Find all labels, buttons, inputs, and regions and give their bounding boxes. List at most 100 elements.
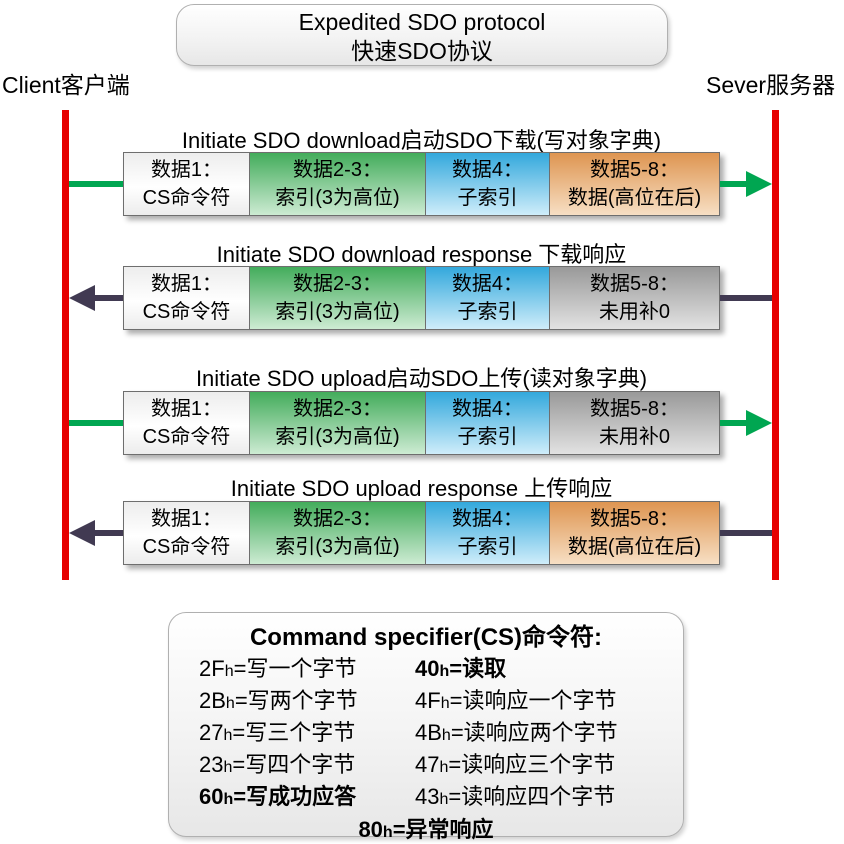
cs-desc: =读响应四个字节 xyxy=(448,784,616,809)
cs-desc: =读响应两个字节 xyxy=(450,720,618,745)
cs-code-subscript: h xyxy=(223,759,233,776)
command-specifier-box: Command specifier(CS)命令符: 2Fh=写一个字节 40h=… xyxy=(168,612,684,842)
cell-line2: 子索引 xyxy=(457,187,518,209)
cell-line1: 数据5-8： xyxy=(590,273,679,295)
server-timeline xyxy=(772,110,779,580)
cs-entry: 4Fh=读响应一个字节 xyxy=(415,686,616,718)
cs-code: 27 xyxy=(199,720,224,745)
response-arrow-tail xyxy=(720,530,772,536)
cell-line1: 数据1： xyxy=(150,273,223,295)
protocol-title-en: Expedited SDO protocol xyxy=(298,9,546,35)
message-table: 数据1： CS命令符 数据2-3： 索引(3为高位) 数据4： 子索引 数据5-… xyxy=(123,266,720,330)
cell-line1: 数据2-3： xyxy=(293,159,382,181)
cs-box-title: Command specifier(CS)命令符: xyxy=(249,624,603,651)
cell-data4: 数据4： 子索引 xyxy=(425,153,549,215)
cell-data5-8: 数据5-8： 未用补0 xyxy=(549,392,719,454)
cell-data2-3: 数据2-3： 索引(3为高位) xyxy=(249,392,425,454)
response-arrow-shaft xyxy=(94,295,123,301)
cell-line1: 数据1： xyxy=(150,398,223,420)
cs-entry: 4Bh=读响应两个字节 xyxy=(415,718,618,750)
client-timeline xyxy=(62,110,69,580)
cell-data5-8: 数据5-8： 数据(高位在后) xyxy=(549,502,719,564)
request-arrowhead-icon xyxy=(746,171,772,197)
cs-row: 2Bh=写两个字节 4Fh=读响应一个字节 xyxy=(169,686,683,718)
cs-desc: =写四个字节 xyxy=(232,752,356,777)
cell-line2: 索引(3为高位) xyxy=(275,187,400,209)
message-table: 数据1： CS命令符 数据2-3： 索引(3为高位) 数据4： 子索引 数据5-… xyxy=(123,152,720,216)
cs-code-subscript: h xyxy=(223,727,233,744)
cell-line1: 数据5-8： xyxy=(590,508,679,530)
cs-code: 40 xyxy=(415,656,440,681)
cs-code-subscript: h xyxy=(439,663,450,680)
cs-entry: 60h=写成功应答 xyxy=(199,782,415,814)
cell-line2: 子索引 xyxy=(457,426,518,448)
request-arrow-shaft xyxy=(720,181,747,187)
cs-code-subscript: h xyxy=(439,791,449,808)
cs-desc: =写三个字节 xyxy=(232,720,356,745)
cs-entry: 47h=读响应三个字节 xyxy=(415,750,615,782)
cell-line2: 索引(3为高位) xyxy=(275,301,400,323)
request-arrow-tail xyxy=(69,420,123,426)
protocol-title-zh: 快速SDO协议 xyxy=(351,38,493,64)
cell-line1: 数据4： xyxy=(451,159,524,181)
cell-line1: 数据4： xyxy=(451,508,524,530)
cs-desc: =异常响应 xyxy=(392,817,494,842)
cs-row: 23h=写四个字节 47h=读响应三个字节 xyxy=(169,750,683,782)
client-label: Client客户端 xyxy=(2,72,130,98)
request-arrowhead-icon xyxy=(746,410,772,436)
cs-code: 2F xyxy=(199,656,225,681)
cs-code: 80 xyxy=(358,817,383,842)
cs-row: 27h=写三个字节 4Bh=读响应两个字节 xyxy=(169,718,683,750)
cs-code-subscript: h xyxy=(441,727,451,744)
cell-line1: 数据5-8： xyxy=(590,398,679,420)
cell-line2: 子索引 xyxy=(457,536,518,558)
cs-entry: 27h=写三个字节 xyxy=(199,718,415,750)
cs-code: 23 xyxy=(199,752,224,777)
cs-code-subscript: h xyxy=(439,759,449,776)
request-arrow-tail xyxy=(69,181,123,187)
message-table: 数据1： CS命令符 数据2-3： 索引(3为高位) 数据4： 子索引 数据5-… xyxy=(123,501,720,565)
cell-data5-8: 数据5-8： 数据(高位在后) xyxy=(549,153,719,215)
response-arrowhead-icon xyxy=(69,520,95,546)
cs-code-subscript: h xyxy=(440,695,450,712)
cell-line2: 未用补0 xyxy=(598,301,671,323)
cell-line1: 数据1： xyxy=(150,159,223,181)
cell-line2: CS命令符 xyxy=(142,536,231,558)
cs-code-subscript: h xyxy=(225,695,235,712)
cell-line1: 数据4： xyxy=(451,398,524,420)
cell-data1: 数据1： CS命令符 xyxy=(124,267,249,329)
cs-row: 60h=写成功应答 43h=读响应四个字节 xyxy=(169,782,683,814)
cs-row: 2Fh=写一个字节 40h=读取 xyxy=(169,654,683,686)
cell-line1: 数据4： xyxy=(451,273,524,295)
message-title: Initiate SDO download启动SDO下载(写对象字典) xyxy=(181,128,662,153)
cs-desc: =读响应一个字节 xyxy=(449,688,617,713)
cell-line2: 数据(高位在后) xyxy=(567,187,702,209)
cell-data4: 数据4： 子索引 xyxy=(425,502,549,564)
cs-entry: 43h=读响应四个字节 xyxy=(415,782,615,814)
response-arrow-tail xyxy=(720,295,772,301)
cell-line2: 索引(3为高位) xyxy=(275,426,400,448)
cs-desc: =写一个字节 xyxy=(233,656,357,681)
cs-code-subscript: h xyxy=(223,791,234,808)
cs-code-subscript: h xyxy=(382,824,393,841)
cell-data1: 数据1： CS命令符 xyxy=(124,502,249,564)
cs-desc: =读响应三个字节 xyxy=(448,752,616,777)
cs-code-subscript: h xyxy=(224,663,234,680)
cell-data2-3: 数据2-3： 索引(3为高位) xyxy=(249,153,425,215)
cell-line2: 索引(3为高位) xyxy=(275,536,400,558)
message-title: Initiate SDO upload response 上传响应 xyxy=(230,476,613,501)
cs-entry: 40h=读取 xyxy=(415,654,506,686)
cs-code: 4B xyxy=(415,720,442,745)
cs-entry: 2Bh=写两个字节 xyxy=(199,686,415,718)
cs-code: 2B xyxy=(199,688,226,713)
cell-data1: 数据1： CS命令符 xyxy=(124,153,249,215)
cell-data5-8: 数据5-8： 未用补0 xyxy=(549,267,719,329)
cell-line1: 数据2-3： xyxy=(293,273,382,295)
cell-data1: 数据1： CS命令符 xyxy=(124,392,249,454)
cell-data2-3: 数据2-3： 索引(3为高位) xyxy=(249,502,425,564)
cell-line2: CS命令符 xyxy=(142,187,231,209)
server-label: Sever服务器 xyxy=(706,72,836,98)
cell-line2: CS命令符 xyxy=(142,301,231,323)
cs-entry: 2Fh=写一个字节 xyxy=(199,654,415,686)
response-arrow-shaft xyxy=(94,530,123,536)
